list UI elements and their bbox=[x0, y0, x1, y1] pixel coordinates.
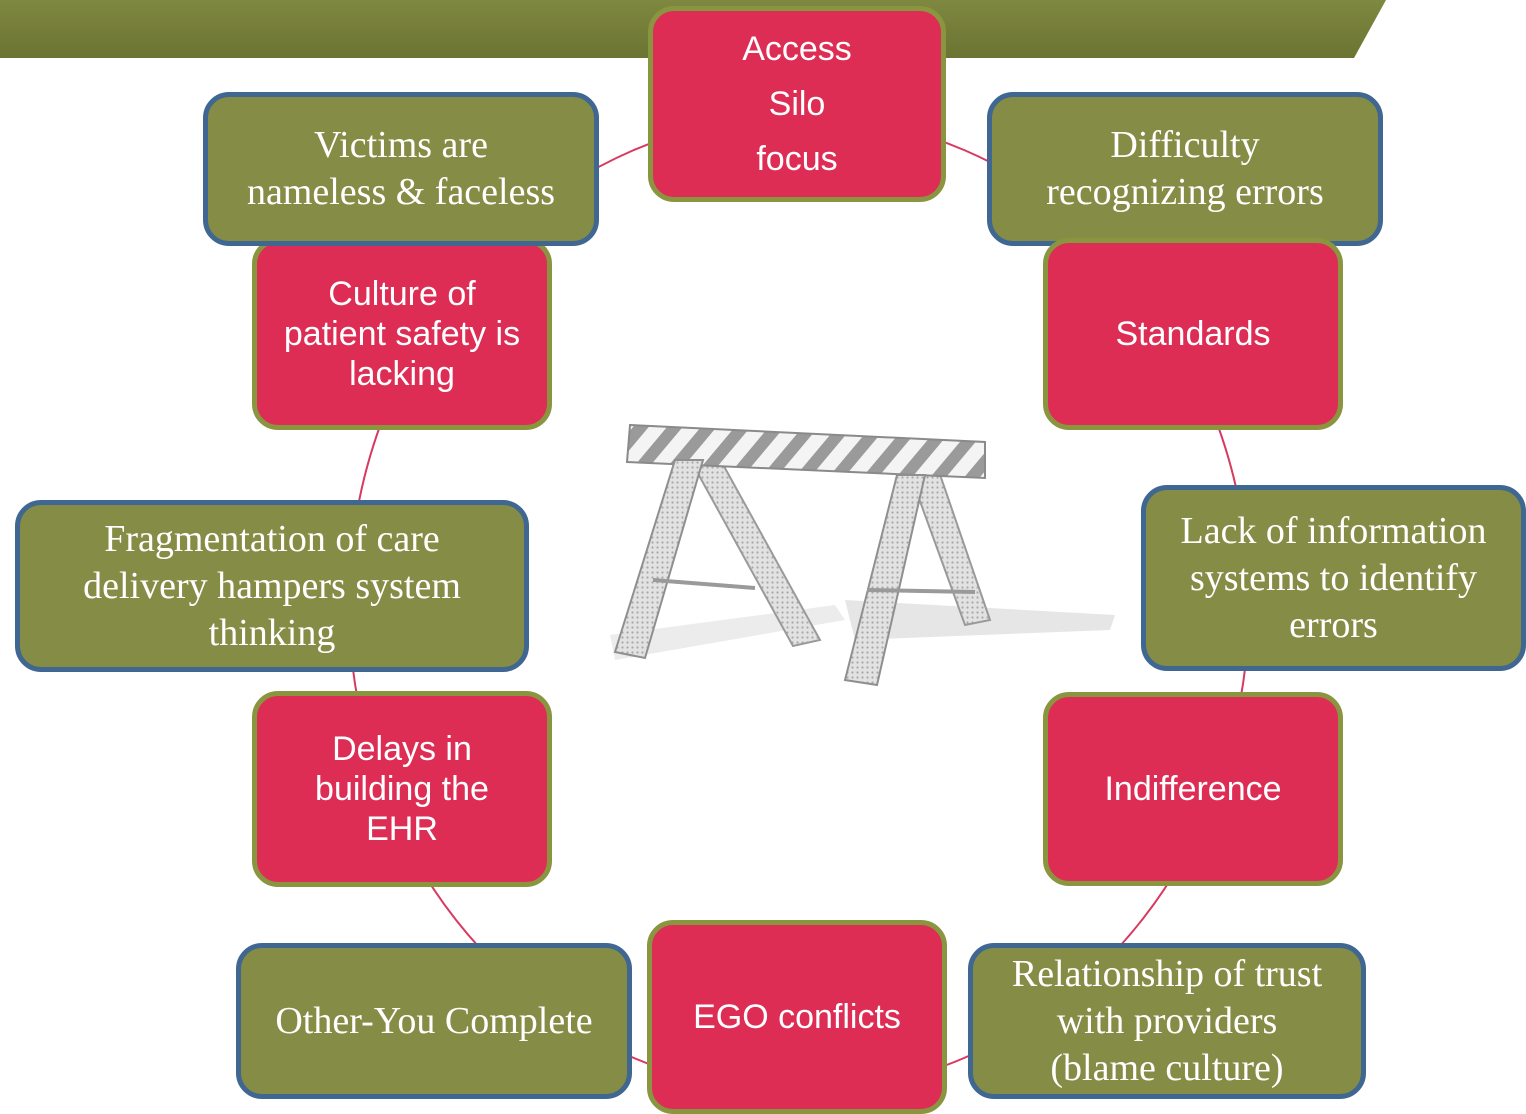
node-other: Other-You Complete bbox=[236, 943, 632, 1099]
node-relationship: Relationship of trust with providers (bl… bbox=[968, 943, 1366, 1099]
node-fragmentation: Fragmentation of care delivery hampers s… bbox=[15, 500, 529, 672]
node-lack-info-text: Lack of information systems to identify … bbox=[1180, 509, 1487, 646]
node-difficulty-text: Difficulty recognizing errors bbox=[1046, 124, 1324, 213]
node-lack-info: Lack of information systems to identify … bbox=[1141, 485, 1526, 671]
node-indifference: Indifference bbox=[1043, 692, 1343, 886]
node-culture: Culture of patient safety is lacking bbox=[252, 238, 552, 430]
node-ego: EGO conflicts bbox=[647, 920, 947, 1114]
node-victims-text: Victims are nameless & faceless bbox=[246, 124, 556, 213]
node-other-text: Other-You Complete bbox=[275, 999, 593, 1042]
node-indifference-text: Indifference bbox=[1104, 770, 1282, 808]
node-access-text: Access Silo focus bbox=[742, 29, 852, 178]
node-ego-text: EGO conflicts bbox=[693, 998, 901, 1036]
node-difficulty: Difficulty recognizing errors bbox=[987, 92, 1383, 246]
node-delays: Delays in building the EHR bbox=[252, 691, 552, 887]
node-fragmentation-text: Fragmentation of care delivery hampers s… bbox=[83, 517, 461, 654]
road-barricade-icon bbox=[610, 423, 1115, 687]
node-access: Access Silo focus bbox=[648, 6, 946, 202]
node-relationship-text: Relationship of trust with providers (bl… bbox=[1011, 952, 1323, 1089]
node-culture-text: Culture of patient safety is lacking bbox=[283, 275, 521, 393]
node-victims: Victims are nameless & faceless bbox=[203, 92, 599, 246]
node-standards: Standards bbox=[1043, 238, 1343, 430]
node-standards-text: Standards bbox=[1115, 315, 1271, 353]
node-delays-text: Delays in building the EHR bbox=[315, 730, 489, 848]
